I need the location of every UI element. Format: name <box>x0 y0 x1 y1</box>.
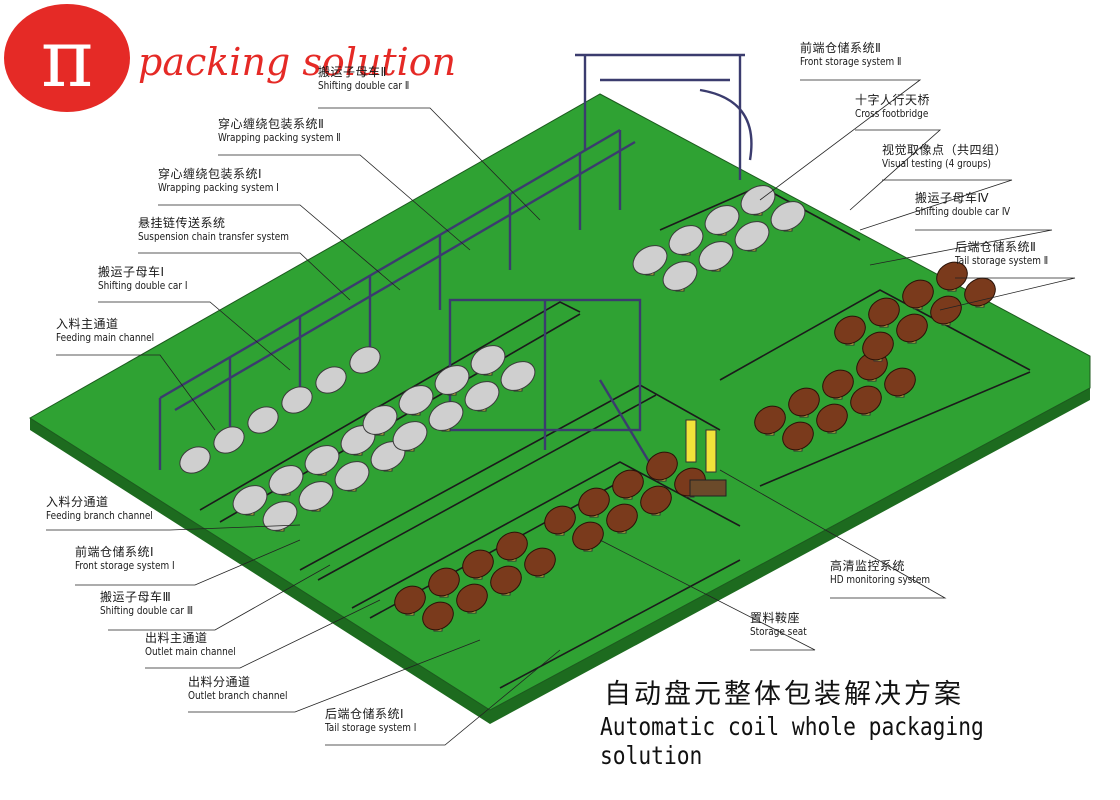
coil <box>668 225 704 255</box>
coil <box>304 445 340 475</box>
coil <box>422 601 454 631</box>
coil <box>470 345 506 375</box>
coil <box>662 261 698 291</box>
title-english: Automatic coil whole packaging solution <box>600 712 984 770</box>
coil <box>428 567 460 597</box>
coil <box>362 405 398 435</box>
floor-slab-side <box>30 388 1090 724</box>
brown-coils <box>394 261 996 632</box>
coil <box>179 446 211 474</box>
coil <box>232 485 268 515</box>
coil <box>698 241 734 271</box>
coil <box>606 503 638 533</box>
leader-lines <box>46 79 1076 746</box>
label-visual-testing: 视觉取像点（共四组）Visual testing (4 groups) <box>882 143 1008 170</box>
coil <box>500 361 536 391</box>
coil <box>281 386 313 414</box>
coil <box>524 547 556 577</box>
coil <box>822 369 854 399</box>
coil <box>462 549 494 579</box>
coil <box>213 426 245 454</box>
control-station <box>685 419 727 497</box>
coil <box>612 469 644 499</box>
coil <box>902 279 934 309</box>
coil <box>782 421 814 451</box>
coil <box>578 487 610 517</box>
coil <box>394 585 426 615</box>
coil <box>834 315 866 345</box>
coil <box>247 406 279 434</box>
coil <box>392 421 428 451</box>
coil <box>704 205 740 235</box>
coil <box>456 583 488 613</box>
logo-glyph: π <box>41 12 94 105</box>
coil <box>936 261 968 291</box>
coil <box>349 346 381 374</box>
coil <box>434 365 470 395</box>
coil <box>398 385 434 415</box>
coil <box>428 401 464 431</box>
coil <box>862 331 894 361</box>
coil <box>464 381 500 411</box>
coil <box>640 485 672 515</box>
coil <box>930 295 962 325</box>
coil <box>262 501 298 531</box>
coil <box>740 185 776 215</box>
coil <box>816 403 848 433</box>
coil <box>850 385 882 415</box>
coil <box>788 387 820 417</box>
coil <box>334 461 370 491</box>
floor-slab <box>29 93 1091 711</box>
coil <box>490 565 522 595</box>
brand-name: packing solution <box>138 40 457 84</box>
coil <box>632 245 668 275</box>
coil <box>734 221 770 251</box>
coil <box>770 201 806 231</box>
coil <box>884 367 916 397</box>
coil <box>268 465 304 495</box>
coil <box>572 521 604 551</box>
coil <box>315 366 347 394</box>
coil <box>896 313 928 343</box>
coil <box>544 505 576 535</box>
title-chinese: 自动盘元整体包装解决方案 <box>604 679 964 710</box>
fences <box>199 185 1031 689</box>
coil <box>496 531 528 561</box>
grey-coils <box>179 185 806 532</box>
coil <box>868 297 900 327</box>
coil <box>298 481 334 511</box>
coil <box>646 451 678 481</box>
pi-logo: π <box>4 4 130 112</box>
coil <box>754 405 786 435</box>
